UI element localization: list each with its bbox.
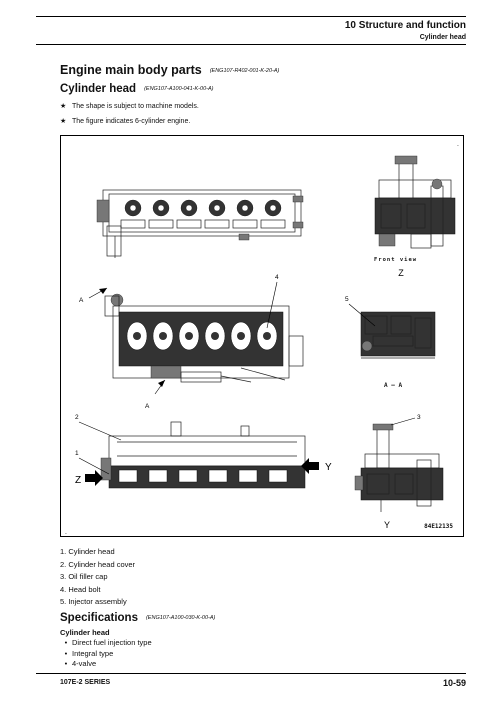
- bullet-icon: •: [64, 638, 68, 647]
- cylinder-head-figure: . .: [60, 135, 464, 537]
- list-item: 4. Head bolt: [60, 584, 101, 594]
- sub-heading: Cylinder head (ENG107-A100-041-K-00-A): [60, 83, 213, 95]
- star-icon: ★: [60, 118, 67, 125]
- front-view-drawing: [374, 155, 456, 249]
- specifications-code: (ENG107-A100-030-K-00-A): [145, 614, 216, 621]
- spec-text: Integral type: [72, 648, 114, 658]
- callout-2: 2: [75, 414, 79, 421]
- list-item: 5. Injector assembly: [60, 597, 127, 606]
- main-heading-code: (ENG107-R402-001-K-20-A): [209, 67, 280, 74]
- list-item: 3. Oil filler cap: [60, 572, 108, 581]
- list-item: • Integral type: [60, 649, 152, 660]
- bullet-icon: •: [64, 648, 68, 658]
- specifications-list: • Direct fuel injection type • Integral ty…: [60, 638, 152, 670]
- main-heading: Engine main body parts (ENG107-R402-001-K…: [60, 63, 279, 77]
- parts-list: 1. Cylinder head 2. Cylinder head cover …: [60, 546, 135, 609]
- list-item: 1. Cylinder head: [60, 547, 115, 556]
- svg-text:.: .: [65, 529, 67, 536]
- sub-heading-text: Cylinder head: [60, 83, 137, 95]
- list-item: • Direct fuel injection type: [60, 638, 152, 649]
- label-z: Z: [75, 475, 81, 486]
- rear-view-drawing: [354, 423, 444, 512]
- footer-rule: [36, 673, 466, 674]
- callout-5: 5: [345, 296, 349, 303]
- note-item: ★ The figure indicates 6-cylinder engine.: [60, 117, 190, 125]
- callout-3: 3: [417, 414, 421, 421]
- svg-text:.: .: [457, 141, 459, 148]
- label-z-top: Z: [398, 268, 404, 278]
- footer-series: 107E-2 SERIES: [60, 679, 111, 686]
- note-text: The shape is subject to machine models.: [72, 103, 199, 110]
- figure-code: 84E12135: [424, 523, 453, 530]
- callout-1: 1: [75, 450, 79, 457]
- star-icon: ★: [60, 103, 67, 110]
- top-view-drawing: [96, 189, 304, 258]
- header-bottom-rule: [36, 44, 466, 45]
- section-title: 10 Structure and function: [344, 20, 466, 31]
- header-top-rule: [36, 16, 466, 17]
- label-a-left: A: [79, 297, 84, 304]
- callout-4: 4: [275, 274, 279, 281]
- specifications-heading: Specifications (ENG107-A100-030-K-00-A): [60, 612, 215, 624]
- bullet-icon: •: [64, 659, 68, 668]
- main-heading-text: Engine main body parts: [60, 63, 202, 77]
- spec-text: 4-valve: [72, 659, 97, 668]
- label-y-bottom: Y: [384, 520, 390, 530]
- section-aa-label: A – A: [384, 382, 403, 389]
- list-item: 2. Cylinder head cover: [60, 559, 136, 569]
- list-item: • 4-valve: [60, 659, 152, 670]
- section-aa-drawing: [360, 311, 436, 359]
- sub-heading-code: (ENG107-A100-041-K-00-A): [144, 85, 214, 92]
- specifications-subtitle: Cylinder head: [60, 628, 110, 637]
- plan-view-drawing: [104, 293, 304, 383]
- label-y: Y: [325, 462, 332, 473]
- label-a-bottom: A: [145, 403, 150, 410]
- specifications-title: Specifications: [60, 612, 138, 624]
- note-text: The figure indicates 6-cylinder engine.: [72, 118, 191, 125]
- page-number: 10-59: [442, 678, 466, 688]
- subsection-title: Cylinder head: [419, 34, 466, 41]
- note-item: ★ The shape is subject to machine models.: [60, 102, 199, 110]
- spec-text: Direct fuel injection type: [72, 638, 152, 647]
- side-view-drawing: [100, 421, 306, 489]
- engine-drawing: . .: [65, 141, 459, 536]
- front-view-label: Front view: [374, 257, 418, 263]
